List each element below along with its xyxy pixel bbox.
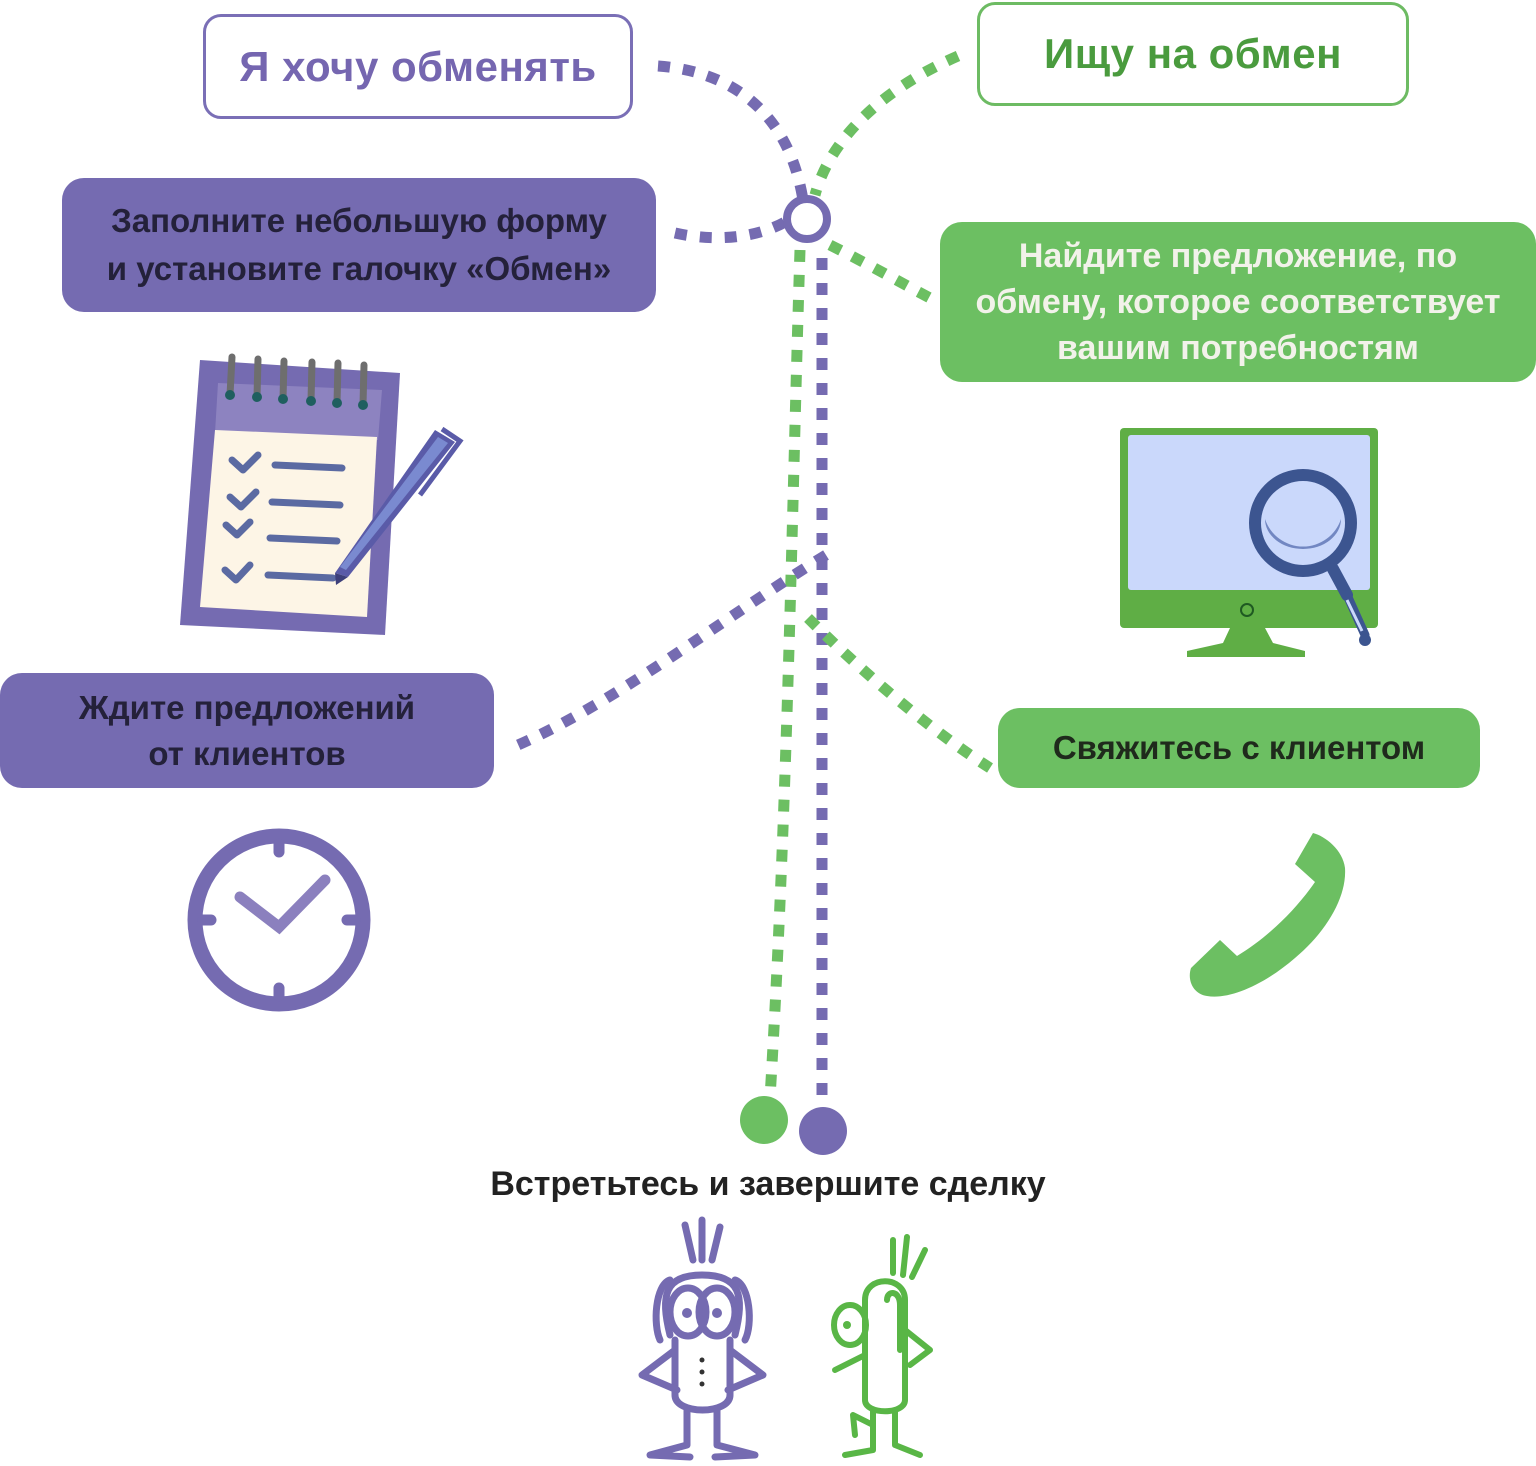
step-find-offer: Найдите предложение, по обмену, которое … [940, 222, 1536, 382]
step-fill-form-label: Заполните небольшую форму и установите г… [106, 202, 612, 287]
green-connector-trunk [764, 249, 806, 1099]
notepad-checklist-icon [180, 353, 464, 635]
green-connector-step2 [804, 614, 993, 773]
hub-node [783, 195, 831, 243]
purple-character [638, 1216, 767, 1461]
step-fill-form: Заполните небольшую форму и установите г… [62, 178, 656, 312]
header-looking-for-exchange: Ищу на обмен [977, 2, 1409, 106]
two-characters-icon [638, 1216, 933, 1461]
green-connector-step1 [827, 240, 933, 303]
step-find-offer-label: Найдите предложение, по обмену, которое … [975, 237, 1501, 367]
phone-icon [1189, 833, 1346, 997]
green-connector-header [809, 50, 961, 197]
purple-connector-step2 [515, 550, 829, 751]
final-step-label: Встретьтесь и завершите сделку [490, 1165, 1046, 1203]
step-wait-offers: Ждите предложений от клиентов [0, 673, 494, 788]
step-contact-client: Свяжитесь с клиентом [998, 708, 1480, 788]
step-contact-client-label: Свяжитесь с клиентом [1052, 729, 1426, 766]
monitor-search-icon [1120, 428, 1378, 657]
header-right-label: Ищу на обмен [1044, 30, 1342, 77]
purple-end-node [799, 1107, 847, 1155]
header-i-want-to-exchange: Я хочу обменять [203, 14, 633, 119]
purple-connector-step1 [673, 217, 788, 244]
green-character [831, 1234, 933, 1458]
step-wait-offers-label: Ждите предложений от клиентов [78, 688, 416, 772]
green-end-node [740, 1096, 788, 1144]
purple-connector-header [657, 60, 809, 201]
clock-icon [187, 828, 371, 1012]
header-left-label: Я хочу обменять [239, 42, 597, 90]
